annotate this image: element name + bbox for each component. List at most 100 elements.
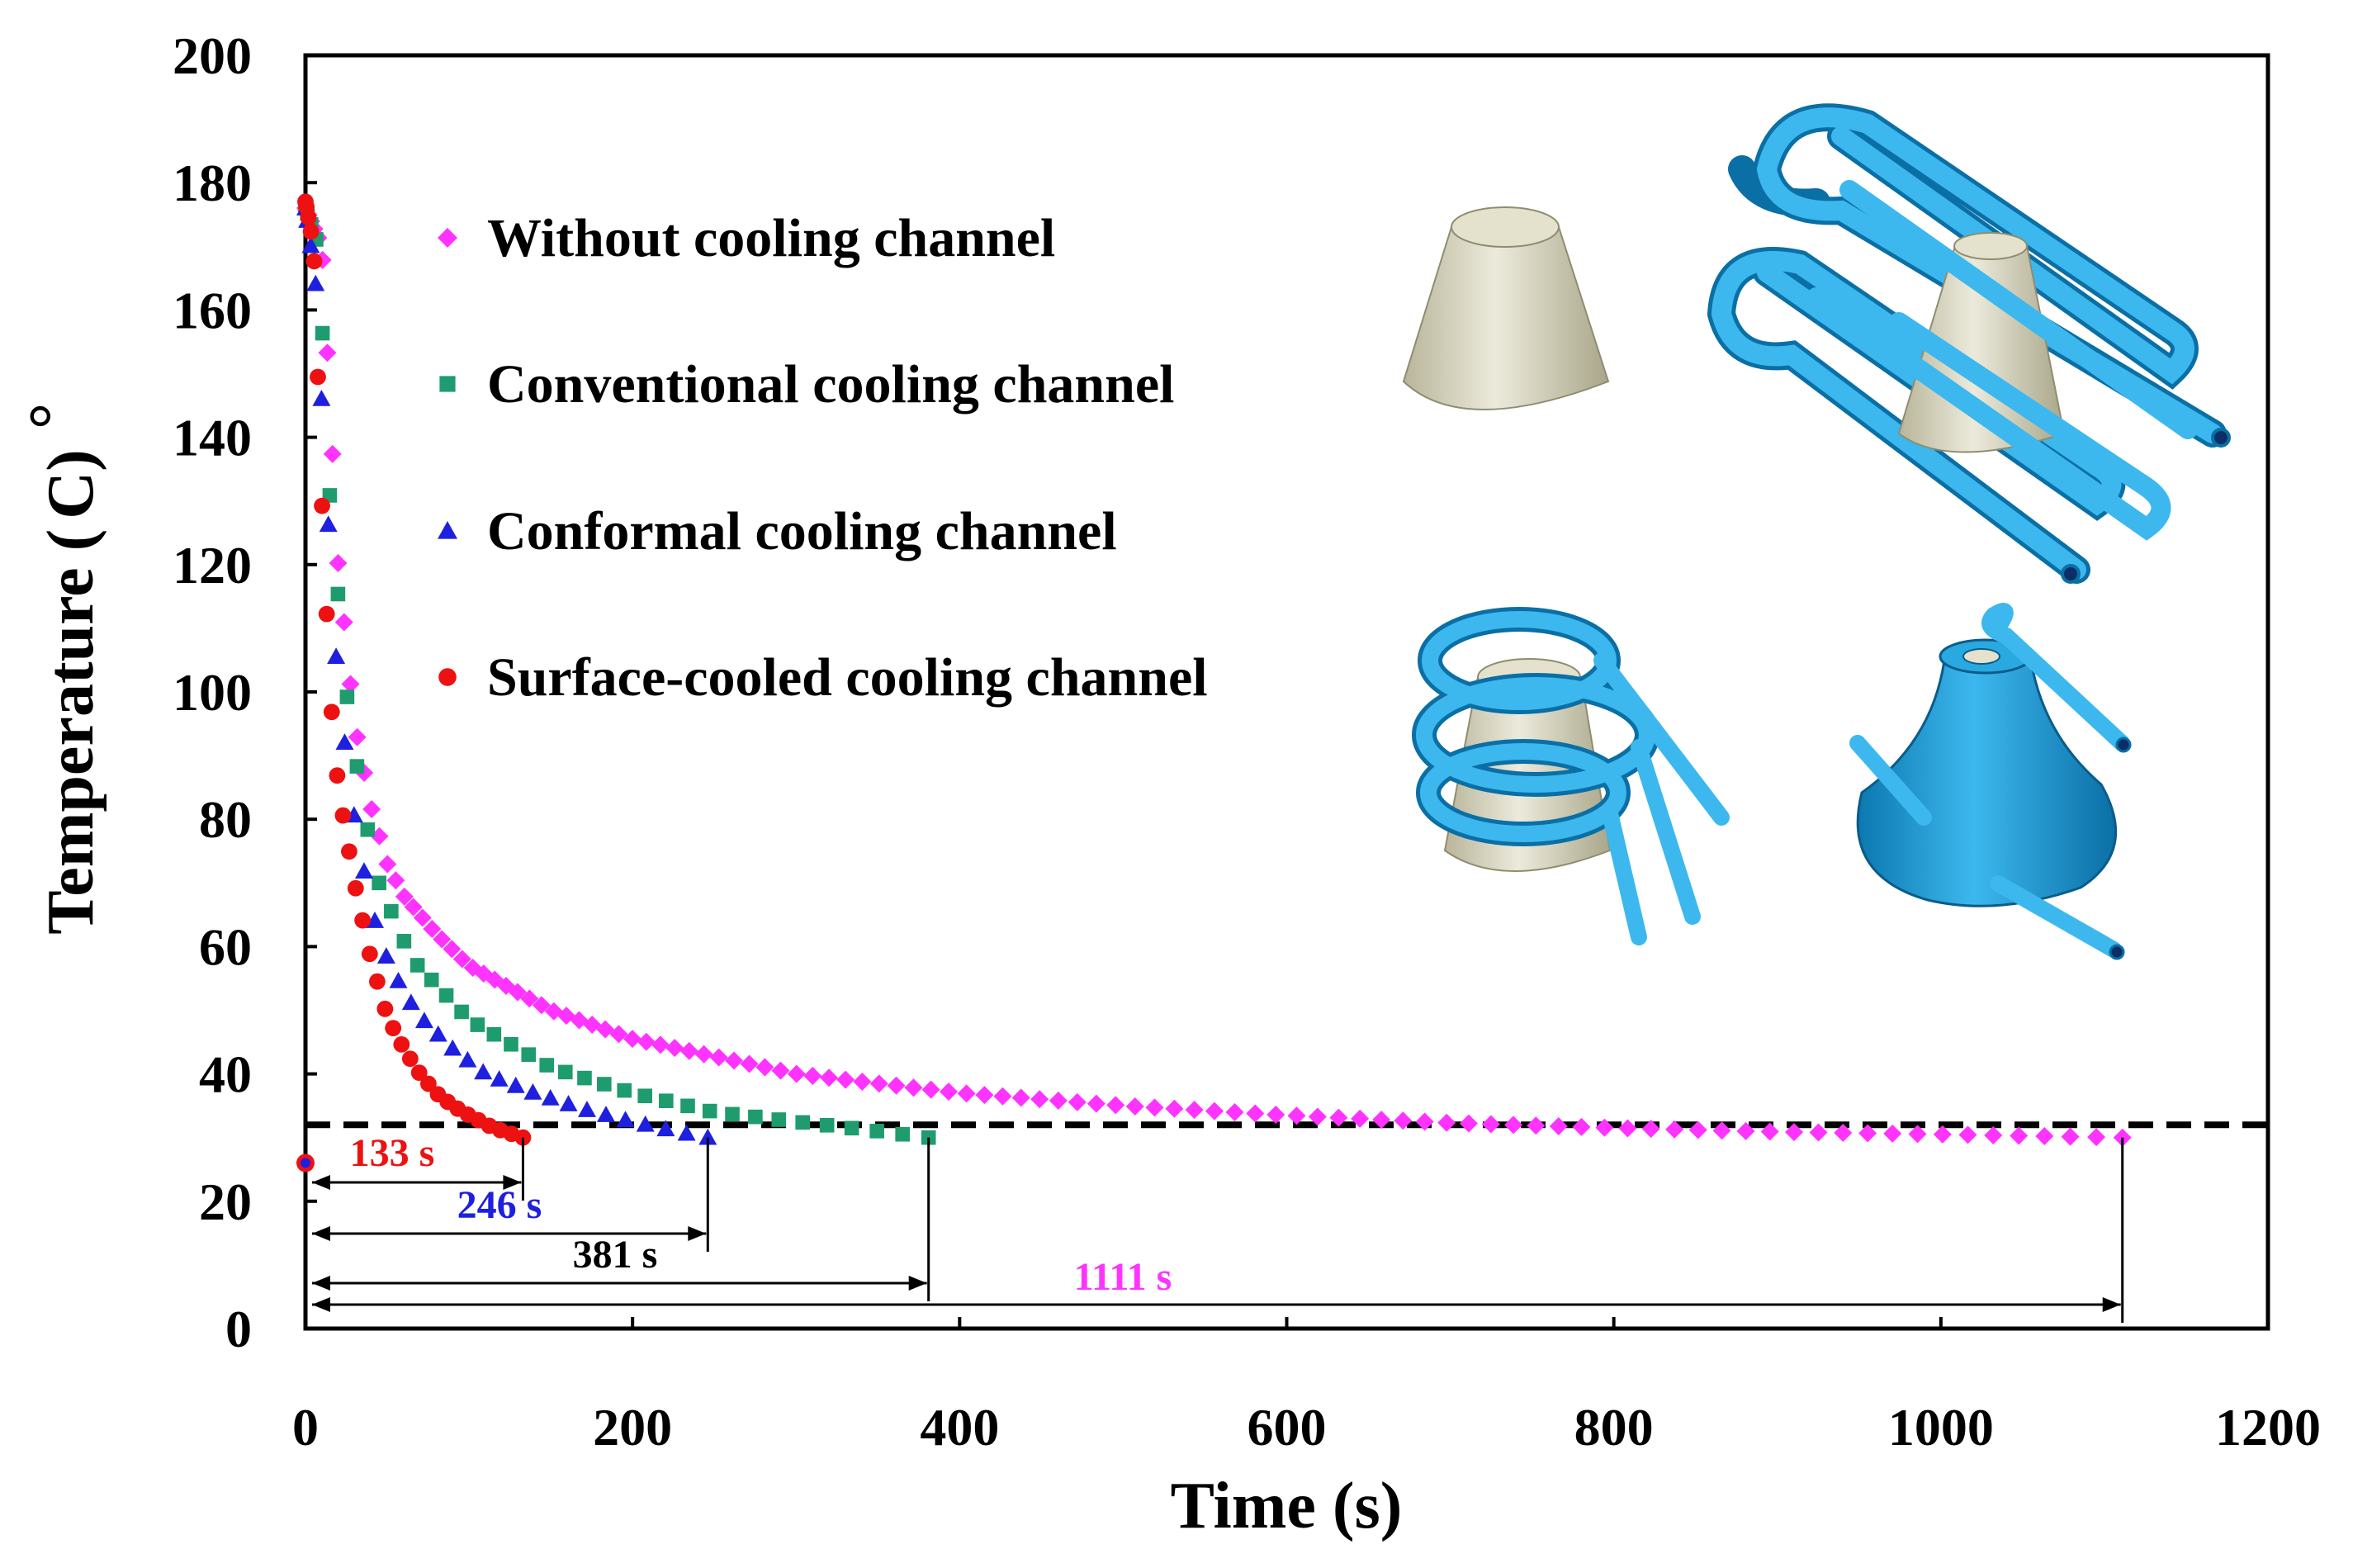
data-point: [354, 862, 373, 879]
data-point: [327, 647, 346, 665]
annotation-1: 246 s: [312, 1137, 709, 1252]
data-point: [698, 1128, 717, 1145]
data-point: [443, 1039, 462, 1056]
data-point: [506, 1076, 525, 1093]
data-point: [623, 1030, 642, 1049]
data-point: [454, 1004, 469, 1020]
legend-label: Surface-cooled cooling channel: [487, 647, 1208, 708]
data-point: [656, 1120, 675, 1137]
data-point: [386, 871, 405, 890]
data-point: [1205, 1101, 1224, 1120]
data-point: [755, 1058, 774, 1077]
legend-marker: [438, 521, 457, 539]
arrow-head-left: [312, 1226, 330, 1241]
data-point: [1595, 1118, 1614, 1137]
data-point: [702, 1103, 717, 1119]
data-point: [869, 1124, 884, 1139]
annotation-label: 1111 s: [1074, 1255, 1172, 1299]
series-diamond: [296, 199, 2132, 1147]
data-point: [709, 1048, 728, 1067]
data-point: [2010, 1126, 2029, 1145]
legend-item: Conformal cooling channel: [438, 501, 1117, 561]
data-point: [1185, 1101, 1204, 1120]
data-point: [748, 1109, 763, 1125]
y-tick-label: 160: [173, 281, 252, 339]
data-point: [795, 1115, 811, 1130]
data-point: [486, 1026, 502, 1042]
data-point: [680, 1098, 695, 1114]
data-point: [1834, 1123, 1853, 1142]
data-point: [1641, 1120, 1660, 1139]
legend-marker: [439, 376, 456, 392]
svg-text:Temperature (C): Temperature (C): [35, 449, 107, 934]
data-point: [819, 1117, 835, 1133]
data-point: [428, 1025, 447, 1042]
legend-item: Conventional cooling channel: [439, 354, 1174, 415]
data-point: [725, 1051, 744, 1070]
data-point: [1883, 1124, 1902, 1143]
data-point: [385, 1020, 402, 1036]
y-tick-label: 200: [173, 26, 252, 85]
y-tick-label: 60: [199, 917, 252, 976]
data-point: [384, 903, 399, 919]
data-point: [1308, 1107, 1327, 1126]
data-point: [1415, 1112, 1434, 1131]
data-point: [1011, 1088, 1030, 1107]
data-point: [1572, 1117, 1591, 1136]
data-point: [617, 1082, 632, 1098]
data-point: [771, 1112, 787, 1127]
data-point: [2061, 1127, 2080, 1146]
data-point: [312, 390, 331, 406]
data-point: [596, 1106, 615, 1122]
data-point: [369, 973, 386, 990]
data-point: [372, 875, 386, 891]
arrow-head-right: [503, 1175, 522, 1190]
data-point: [577, 1070, 592, 1086]
data-point: [419, 1075, 437, 1092]
arrow-head-right: [2102, 1297, 2121, 1312]
data-point: [315, 325, 330, 341]
data-point: [1225, 1103, 1244, 1122]
data-point: [740, 1054, 759, 1073]
data-point: [1665, 1120, 1684, 1139]
x-tick-label: 800: [1574, 1398, 1654, 1457]
data-point: [458, 1050, 477, 1068]
y-axis-title-unit: C): [35, 449, 107, 519]
initial-point: [301, 1158, 310, 1168]
data-point: [820, 1068, 839, 1087]
x-tick-label: 0: [292, 1398, 319, 1457]
data-point: [376, 1000, 394, 1017]
data-point: [347, 879, 364, 897]
data-point: [433, 930, 452, 949]
data-point: [1958, 1125, 1977, 1144]
data-point: [1372, 1111, 1391, 1130]
data-point: [339, 689, 355, 704]
data-point: [1809, 1123, 1828, 1142]
data-point: [637, 1088, 653, 1104]
legend-marker: [438, 668, 457, 686]
data-point: [1618, 1119, 1637, 1138]
data-point: [1503, 1116, 1522, 1135]
legend-marker: [438, 228, 457, 248]
data-point: [389, 971, 408, 988]
data-point: [443, 940, 462, 959]
data-point: [679, 1041, 698, 1060]
data-point: [636, 1115, 655, 1132]
data-point: [1068, 1092, 1087, 1111]
data-point: [341, 843, 357, 860]
annotation-label: 381 s: [573, 1233, 658, 1277]
data-point: [659, 1093, 674, 1109]
data-point: [323, 444, 342, 463]
arrow-head-right: [908, 1276, 927, 1291]
data-point: [410, 1064, 428, 1082]
axis-ticks: [304, 54, 2270, 1330]
data-point: [694, 1045, 713, 1063]
annotation-label: 246 s: [457, 1183, 542, 1227]
annotation-3: 1111 s: [312, 1137, 2124, 1323]
data-point: [395, 887, 414, 906]
data-point: [1145, 1098, 1164, 1117]
inset-conventional-channel: [1707, 103, 2231, 584]
data-point: [665, 1039, 684, 1058]
data-point: [2035, 1127, 2054, 1146]
data-point: [1712, 1121, 1731, 1140]
